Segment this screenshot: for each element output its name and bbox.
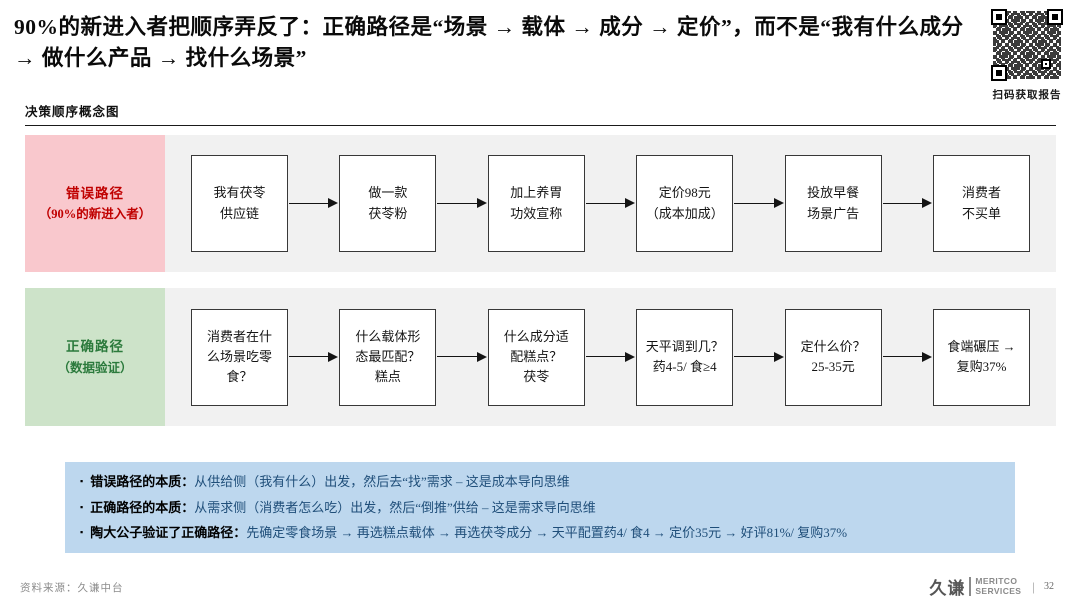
flow-box: 食端碾压 → 复购37%: [933, 308, 1031, 406]
bullet-icon: ▪: [80, 476, 84, 486]
flow-row-wrong-path: 错误路径 （90%的新进入者） 我有茯苓 供应链 做一款 茯苓粉 加上养胃 功效…: [25, 135, 1056, 272]
correct-path-title: 正确路径: [66, 339, 124, 355]
correct-path-subtitle: （数据验证）: [57, 360, 133, 375]
flow-box: 什么载体形 态最匹配？ 糕点: [339, 308, 437, 406]
flow-box: 加上养胃 功效宣称: [487, 155, 585, 252]
flow-box: 投放早餐 场景广告: [784, 155, 882, 252]
correct-path-label: 正确路径 （数据验证）: [25, 288, 165, 426]
flow-box: 做一款 茯苓粉: [339, 155, 437, 252]
arrow-right-icon: [585, 351, 636, 363]
note-bold: 陶大公子验证了正确路径：: [90, 525, 247, 540]
arrow-right-icon: [437, 198, 488, 210]
flow-box: 定价98元 （成本加成）: [636, 155, 734, 252]
qr-alignment-icon: [1041, 59, 1051, 69]
logo-en-top: MERITCO: [975, 575, 1018, 586]
note-bold: 正确路径的本质：: [90, 499, 195, 515]
note-line: ▪ 陶大公子验证了正确路径：先确定零食场景 → 再选糕点载体 → 再选茯苓成分 →…: [80, 520, 1001, 546]
page-number: 32: [1044, 581, 1054, 592]
slide-title: 90%的新进入者把顺序弄反了：正确路径是“场景 → 载体 → 成分 → 定价”，…: [14, 15, 964, 70]
qr-finder-icon: [991, 9, 1007, 25]
wrong-path-label: 错误路径 （90%的新进入者）: [25, 135, 165, 272]
source-note: 资料来源：久谦中台: [20, 583, 124, 594]
arrow-right-icon: [585, 198, 636, 210]
flow-box: 天平调到几？ 药4-5/ 食≥4: [636, 308, 734, 406]
arrow-right-icon: [437, 351, 488, 363]
note-text: 从需求侧（消费者怎么吃）出发，然后“倒推”供给 – 这是需求导向思维: [194, 499, 596, 515]
arrow-right-icon: [734, 198, 785, 210]
note-bold: 错误路径的本质：: [90, 474, 195, 489]
flow-box: 什么成分适 配糕点？ 茯苓: [487, 308, 585, 406]
arrow-right-icon: [734, 351, 785, 363]
section-label: 决策顺序概念图: [25, 105, 120, 119]
bullet-icon: ▪: [80, 501, 84, 512]
wrong-path-subtitle: （90%的新进入者）: [38, 207, 152, 222]
logo-cn: 久谦: [929, 579, 966, 598]
arrow-right-icon: [289, 198, 339, 210]
qr-finder-icon: [1047, 9, 1063, 25]
arrow-right-icon: [882, 351, 933, 363]
flow-box: 我有茯苓 供应链: [191, 155, 288, 252]
qr-finder-icon: [991, 65, 1007, 81]
summary-notes-box: ▪ 错误路径的本质：从供给侧（我有什么）出发，然后去“找”需求 – 这是成本导向思…: [65, 462, 1015, 553]
flow-row-correct-path: 正确路径 （数据验证） 消费者在什 么场景吃零 食？ 什么载体形 态最匹配？ 糕…: [25, 288, 1056, 426]
arrow-right-icon: [882, 198, 933, 210]
note-text: 先确定零食场景 → 再选糕点载体 → 再选茯苓成分 → 天平配置药4/ 食4 →…: [246, 525, 848, 540]
page-divider: |: [1032, 578, 1035, 594]
qr-block: 扫码获取报告: [987, 8, 1067, 102]
note-line: ▪ 错误路径的本质：从供给侧（我有什么）出发，然后去“找”需求 – 这是成本导向思…: [80, 469, 1001, 495]
logo-en: MERITCO SERVICES: [969, 575, 1022, 597]
note-line: ▪ 正确路径的本质：从需求侧（消费者怎么吃）出发，然后“倒推”供给 – 这是需求导…: [80, 495, 1001, 521]
wrong-path-lane: 我有茯苓 供应链 做一款 茯苓粉 加上养胃 功效宣称 定价98元 （成本加成） …: [165, 135, 1056, 272]
header-rule: [25, 125, 1056, 126]
logo-en-bottom: SERVICES: [975, 585, 1022, 596]
correct-path-lane: 消费者在什 么场景吃零 食？ 什么载体形 态最匹配？ 糕点 什么成分适 配糕点？…: [165, 288, 1056, 426]
wrong-path-title: 错误路径: [66, 185, 124, 201]
qr-code-icon: [990, 8, 1064, 82]
qr-caption: 扫码获取报告: [992, 90, 1062, 101]
arrow-right-icon: [289, 351, 339, 363]
flow-box: 消费者在什 么场景吃零 食？: [191, 308, 288, 406]
note-text: 从供给侧（我有什么）出发，然后去“找”需求 – 这是成本导向思维: [194, 474, 570, 489]
flow-box: 消费者 不买单: [933, 155, 1031, 252]
flow-box: 定什么价？ 25-35元: [784, 308, 882, 406]
brand-footer: 久谦 MERITCO SERVICES | 32: [929, 574, 1054, 599]
bullet-icon: ▪: [80, 527, 84, 537]
